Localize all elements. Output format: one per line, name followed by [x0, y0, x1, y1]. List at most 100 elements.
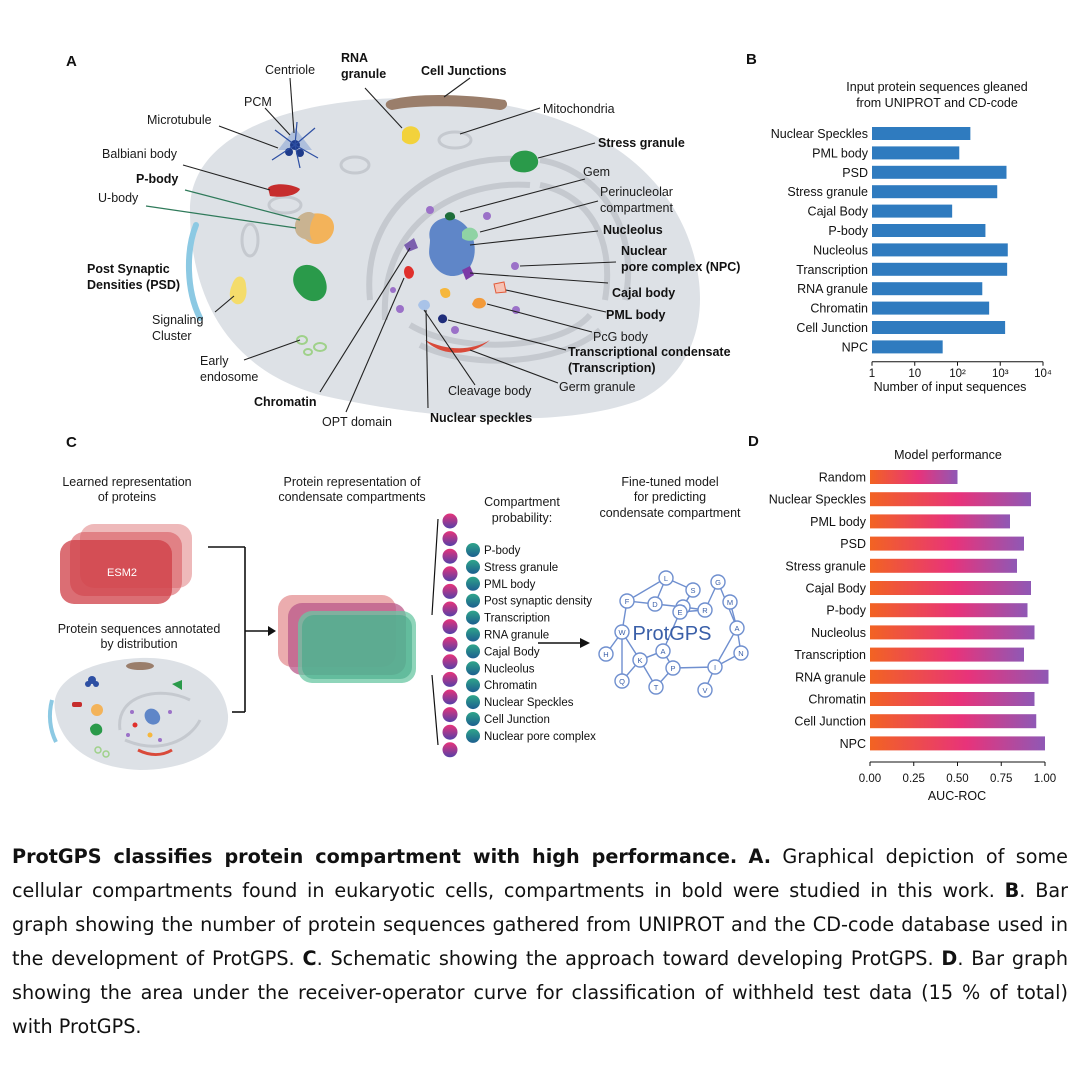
npc-shape: [462, 266, 474, 280]
probability-ball: [442, 742, 458, 758]
probability-ball: [442, 531, 458, 547]
compartment-label: PML body: [484, 579, 536, 591]
compartment-label: Transcription: [484, 613, 550, 625]
label-signaling-line2: Cluster: [152, 329, 192, 343]
probability-ball: [442, 601, 458, 617]
chart-d-category-label: PSD: [840, 537, 866, 551]
label-u-body: U-body: [98, 191, 139, 205]
label-prob-line1: Compartment: [484, 495, 560, 509]
chart-b-category-label: PSD: [842, 166, 868, 180]
germ-granule-shape: [425, 340, 490, 353]
compartment-bullet: [466, 712, 480, 726]
gem-shape: [444, 212, 456, 221]
chart-d-tick-label: 1.00: [1034, 773, 1056, 785]
chart-d-bar: [870, 714, 1037, 729]
chart-d-category-label: NPC: [840, 737, 866, 751]
green-condensate-shape: [293, 264, 327, 302]
caption-b-text: . Bar graph showing the number of protei…: [12, 879, 1069, 970]
label-protgps: ProtGPS: [633, 623, 712, 645]
chart-b-bar: [872, 340, 943, 354]
chart-d-bar: [870, 625, 1035, 640]
probability-ball: [442, 513, 458, 529]
probability-ball: [442, 724, 458, 740]
chart-d-category-label: Stress granule: [785, 559, 866, 573]
stress-granule-shape: [509, 150, 539, 173]
compartment-bullet: [466, 593, 480, 608]
caption-b-label: B: [1004, 879, 1020, 902]
network-node-label: E: [677, 608, 682, 617]
rna-granule-shape: [402, 126, 421, 145]
compartment-label: Stress granule: [484, 562, 558, 574]
compartment-label: Nucleolus: [484, 663, 535, 675]
network-node: [722, 594, 738, 610]
label-prob-line2: probability:: [492, 511, 552, 525]
chart-b-category-label: Chromatin: [810, 302, 868, 316]
chart-d-tick-label: 0.50: [946, 773, 968, 785]
probability-ball: [442, 689, 458, 705]
network-node-label: A: [734, 624, 739, 633]
label-npc-line2: pore complex (NPC): [621, 260, 740, 274]
network-node: [648, 679, 664, 695]
fan-lines: [431, 518, 439, 746]
representation-stack: [278, 595, 416, 683]
mini-cell: [47, 657, 229, 770]
label-balbiani: Balbiani body: [102, 147, 178, 161]
compartment-label: Nuclear Speckles: [484, 697, 574, 709]
chart-d-category-label: Transcription: [794, 648, 866, 662]
label-p-body: P-body: [136, 172, 178, 186]
u-body-shape: [294, 211, 315, 240]
caption-a-text: Graphical depiction of some cellular com…: [12, 845, 1068, 902]
merge-arrow: [208, 546, 268, 713]
network-node-label: W: [618, 628, 626, 637]
network-node-label: M: [727, 598, 733, 607]
panel-letter-c: C: [66, 434, 77, 451]
chart-b-bar: [872, 204, 953, 218]
label-nucleolus: Nucleolus: [603, 223, 663, 237]
chart-d-category-label: Cell Junction: [794, 715, 866, 729]
compartment-bullet: [466, 661, 480, 676]
label-pcg: PcG body: [593, 330, 649, 344]
label-annotated-line1: Protein sequences annotated: [58, 622, 221, 636]
chromatin-shape: [404, 238, 418, 252]
chart-b-bar: [872, 185, 998, 199]
chart-b-category-label: P-body: [828, 224, 868, 238]
compartment-label: Chromatin: [484, 680, 537, 692]
protgps-network: LSDWFDERGANQKAPITVMH: [598, 570, 749, 698]
network-node-label: D: [652, 600, 658, 609]
small-purple-dots: [390, 206, 520, 334]
chart-d-bar: [870, 692, 1035, 706]
probability-ball: [442, 654, 458, 670]
chart-b-tick-label: 10⁴: [1034, 368, 1052, 380]
probability-ball: [442, 636, 458, 652]
network-node-label: N: [738, 649, 743, 658]
caption-a-label: A.: [748, 845, 772, 868]
label-cajal: Cajal body: [612, 286, 675, 300]
label-annotated-line2: by distribution: [100, 637, 177, 651]
balbiani-shape: [268, 184, 300, 197]
label-cleavage-body: Cleavage body: [448, 384, 532, 398]
panel-letter-b: B: [746, 51, 757, 68]
chart-d-bar: [870, 470, 958, 484]
compartment-label: Cajal Body: [484, 646, 540, 658]
caption-title: ProtGPS classifies protein compartment w…: [12, 845, 738, 868]
network-node-label: G: [715, 578, 721, 587]
chart-b-bar: [872, 243, 1008, 257]
network-node: [685, 582, 701, 598]
chart-b-bar: [872, 224, 986, 237]
chart-b-bar: [872, 146, 960, 160]
network-node-label: K: [637, 656, 642, 665]
network-node: [672, 604, 688, 620]
probability-ball: [442, 583, 458, 599]
compartment-bullet: [466, 627, 480, 642]
compartment-bullet: [466, 610, 480, 625]
chart-b-category-label: Nucleolus: [813, 243, 868, 257]
chart-b-bar: [872, 127, 971, 140]
early-endosome-shape: [296, 335, 327, 356]
probability-ball: [442, 619, 458, 635]
chart-b-bar: [872, 165, 1007, 179]
cleavage-shape: [418, 299, 430, 311]
compartment-label: P-body: [484, 545, 521, 557]
chart-b-category-label: Transcription: [796, 263, 868, 277]
probability-ball: [442, 566, 458, 582]
